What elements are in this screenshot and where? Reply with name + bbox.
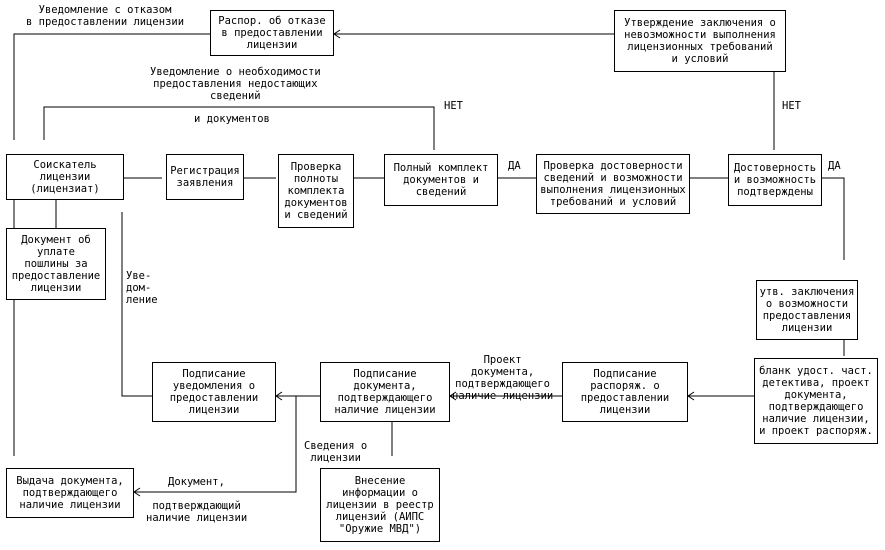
label-dokument-1: Документ,: [168, 476, 225, 488]
line-dok-vydacha: [134, 396, 297, 493]
soiskatel-box: Соискатель лицензии (лицензиат): [6, 154, 124, 200]
proverka-dostov-box: Проверка достоверности сведений и возмож…: [536, 154, 690, 214]
rasp-otkaz-box: Распор. об отказе в предоставлении лицен…: [210, 10, 334, 56]
arrow-head-vydacha: [133, 487, 141, 497]
utv-vozm-box: утв. заключения о возможности предоставл…: [756, 280, 858, 340]
polny-komplekt-box: Полный комплект документов и сведений: [384, 154, 498, 206]
arrow-head-rasp2: [687, 391, 695, 401]
arrow-head-uved: [275, 391, 283, 401]
label-da-1: ДА: [508, 160, 521, 172]
line-uved-soisk: [121, 212, 152, 397]
utv-nevozm-box: Утверждение заключения о невозможности в…: [614, 10, 786, 72]
dokument-uplata-box: Документ об уплате пошлины за предоставл…: [6, 228, 106, 300]
line-net-feedback: [43, 106, 435, 150]
registracia-box: Регистрация заявления: [166, 154, 244, 200]
podp-dok-box: Подписание документа, подтверждающего на…: [320, 362, 450, 422]
podp-rasp-box: Подписание распоряж. о предоставлении ли…: [562, 362, 688, 422]
label-dokument-2: подтверждающий наличие лицензии: [146, 500, 248, 524]
label-proekt-dok: Проект документа, подтверждающего наличи…: [452, 354, 554, 402]
label-net-1: НЕТ: [444, 100, 463, 112]
line-otkaz-to-soiskatel: [13, 33, 210, 140]
dostovernost-box: Достоверность и возможность подтверждены: [728, 154, 822, 206]
vydacha-box: Выдача документа, подтверждающего наличи…: [6, 468, 134, 518]
blank-box: бланк удост. част. детектива, проект док…: [754, 358, 878, 444]
label-svedenia: Сведения о лицензии: [304, 440, 368, 464]
proverka-polnoty-box: Проверка полноты комплекта документов и …: [278, 154, 354, 228]
label-net-2: НЕТ: [782, 100, 801, 112]
podp-uved-box: Подписание уведомления о предоставлении …: [152, 362, 276, 422]
label-uved-neobh: Уведомление о необходимости предоставлен…: [150, 66, 321, 102]
label-uvedomlenie: Уве- дом- ление: [126, 270, 158, 306]
label-uved-otkaz: Уведомление с отказом в предоставлении л…: [26, 4, 185, 28]
arrow-head-dok: [449, 391, 457, 401]
line-dost-utv: [822, 177, 845, 260]
vnesenie-box: Внесение информации о лицензии в реестр …: [320, 468, 440, 542]
label-i-dokumentov: и документов: [194, 113, 270, 125]
arrow-head-rasp: [333, 29, 341, 39]
label-da-2: ДА: [828, 160, 841, 172]
